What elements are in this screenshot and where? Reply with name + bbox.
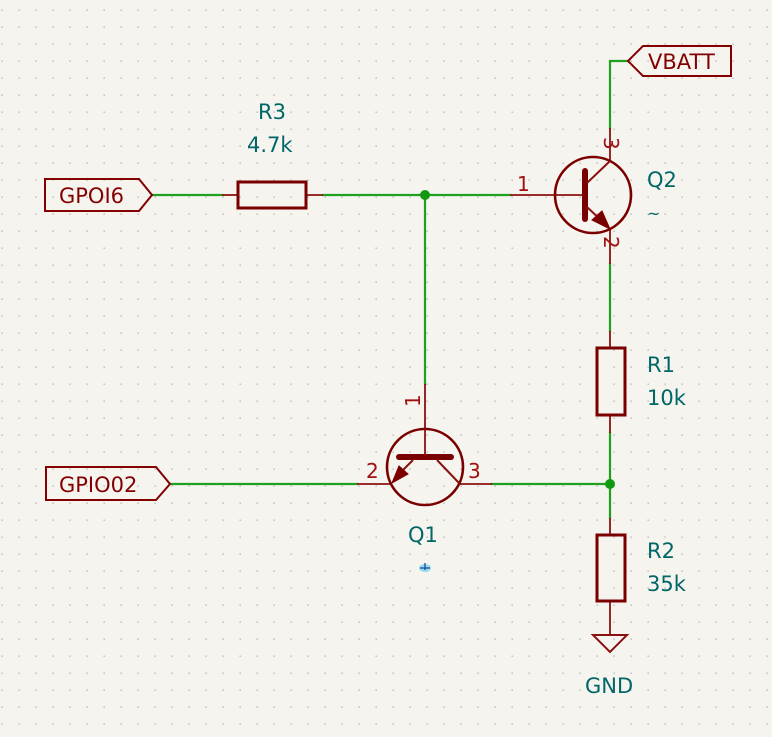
ref-designator: R1: [647, 353, 675, 377]
resistor-body: [595, 346, 627, 417]
net-label-shape: [626, 45, 732, 77]
component-value: ~: [647, 204, 660, 223]
transistor-envelope: [385, 427, 465, 507]
component-value: 35k: [647, 572, 687, 596]
emitter-arrow: [390, 465, 409, 485]
collector-line: [436, 459, 460, 484]
wire-vbatt-q2[interactable]: [608, 59, 630, 130]
transistor-q1[interactable]: 1 2 3 Q1: [357, 384, 492, 572]
net-label-shape: [45, 466, 172, 501]
power-label: GND: [585, 674, 633, 698]
net-label-text: GPIO02: [59, 473, 137, 497]
resistor-r2[interactable]: R2 35k: [595, 518, 687, 634]
pin-number-2: 2: [599, 236, 623, 249]
transistor-q2[interactable]: 1 3 2 Q2 ~: [510, 128, 677, 264]
component-value: 10k: [647, 386, 687, 410]
emitter-arrow: [591, 210, 612, 231]
wires: [150, 59, 630, 520]
pin-number-2: 2: [366, 459, 379, 483]
net-label-text: VBATT: [648, 50, 715, 74]
net-label-gpio02[interactable]: GPIO02: [45, 466, 172, 501]
junction-dot-base: [420, 190, 430, 200]
resistor-r3[interactable]: R3 4.7k: [222, 100, 323, 210]
component-value: 4.7k: [247, 133, 293, 157]
pin-number-3: 3: [468, 459, 481, 483]
resistor-body: [236, 180, 308, 210]
resistor-body: [595, 533, 627, 603]
ref-designator: R2: [647, 539, 675, 563]
transistor-envelope: [553, 155, 633, 235]
power-symbol-gnd[interactable]: GND: [585, 634, 633, 698]
ref-designator: Q1: [408, 523, 438, 547]
pin-number-3: 3: [599, 137, 623, 150]
net-label-shape: [44, 178, 154, 212]
pin-number-1: 1: [517, 172, 530, 196]
resistor-r1[interactable]: R1 10k: [595, 331, 687, 433]
pin-number-1: 1: [401, 394, 425, 407]
gnd-icon: [590, 634, 630, 654]
ref-designator: R3: [258, 100, 286, 124]
ref-designator: Q2: [647, 168, 677, 192]
net-label-vbatt[interactable]: VBATT: [626, 45, 732, 77]
cursor-crosshair-icon: [419, 563, 431, 572]
net-label-text: GPOI6: [59, 184, 124, 208]
collector-line: [586, 160, 611, 184]
net-label-gpoi6[interactable]: GPOI6: [44, 178, 154, 212]
junction-dot-divider: [605, 479, 615, 489]
